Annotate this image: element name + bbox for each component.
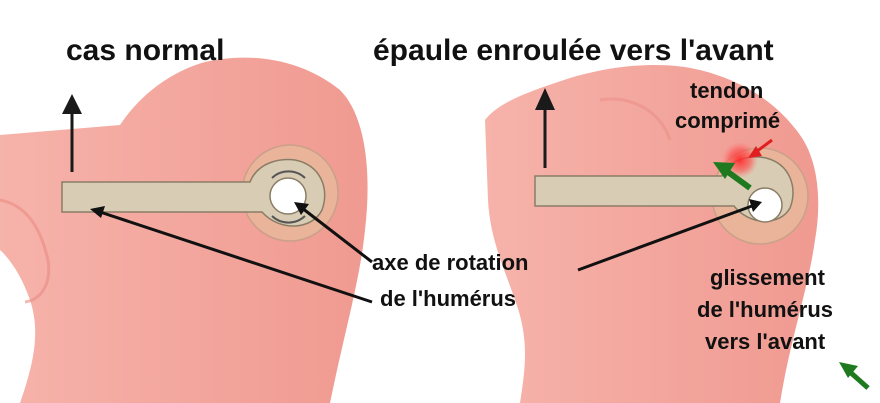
label-slide-line2: de l'humérus	[697, 297, 833, 322]
title-normal: cas normal	[66, 34, 224, 67]
title-rolled-shoulder: épaule enroulée vers l'avant	[373, 34, 774, 67]
label-tendon-line1: tendon	[690, 78, 763, 103]
label-tendon-line2: comprimé	[675, 108, 780, 133]
label-slide-line1: glissement	[710, 265, 826, 290]
left-shoulder-illustration	[0, 58, 368, 403]
label-axis-line2: de l'humérus	[380, 286, 516, 311]
left-up-arrowhead	[62, 94, 82, 114]
label-slide-line3: vers l'avant	[705, 329, 826, 354]
legend-green-arrow	[850, 372, 868, 388]
label-axis-line1: axe de rotation	[372, 250, 528, 275]
